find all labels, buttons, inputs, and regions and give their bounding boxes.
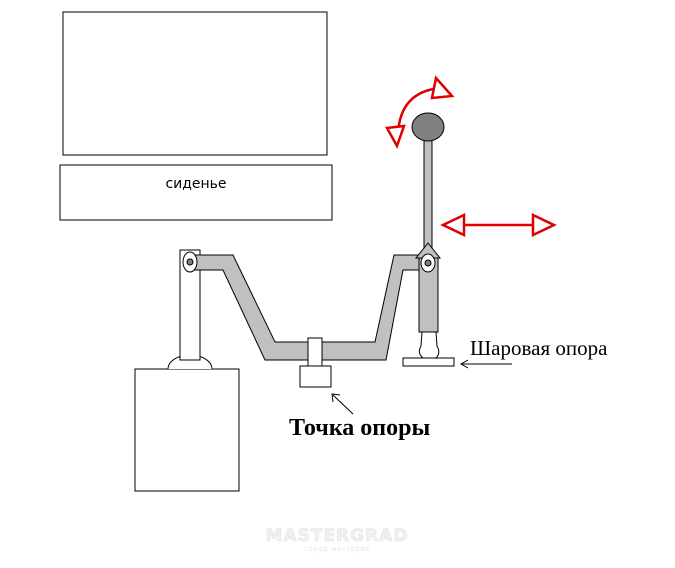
seat-label: сиденье	[165, 176, 226, 192]
seat-box	[59, 164, 333, 221]
pivot-post	[307, 337, 323, 367]
ball-joint	[418, 331, 440, 359]
gear-knob	[411, 112, 445, 142]
watermark-logo: MASTERGRAD	[266, 526, 409, 546]
watermark-subtext: город мастеров	[304, 545, 369, 553]
ball-support-base	[402, 357, 455, 367]
pivot-pointer-line	[332, 394, 354, 415]
rotation-arrow-head-bottom-icon	[385, 124, 406, 150]
pivot-block	[299, 365, 332, 388]
seat-back-box	[62, 11, 328, 156]
pivot-pointer-head-icon	[331, 393, 341, 403]
gearbox-block	[134, 368, 240, 492]
horizontal-arrow-head-right-icon	[531, 213, 557, 237]
ball-support-label: Шаровая опора	[470, 336, 608, 360]
ball-support-pointer-head-icon	[459, 359, 469, 369]
rotation-arrow-head-top-icon	[430, 75, 455, 100]
pivot-point-label: Точка опоры	[289, 415, 430, 441]
gearbox-rod	[179, 249, 201, 361]
gear-lever-rod	[423, 137, 433, 251]
right-joint-pin	[424, 259, 432, 267]
left-joint-pin	[186, 258, 194, 266]
horizontal-arrow-head-left-icon	[440, 213, 466, 237]
